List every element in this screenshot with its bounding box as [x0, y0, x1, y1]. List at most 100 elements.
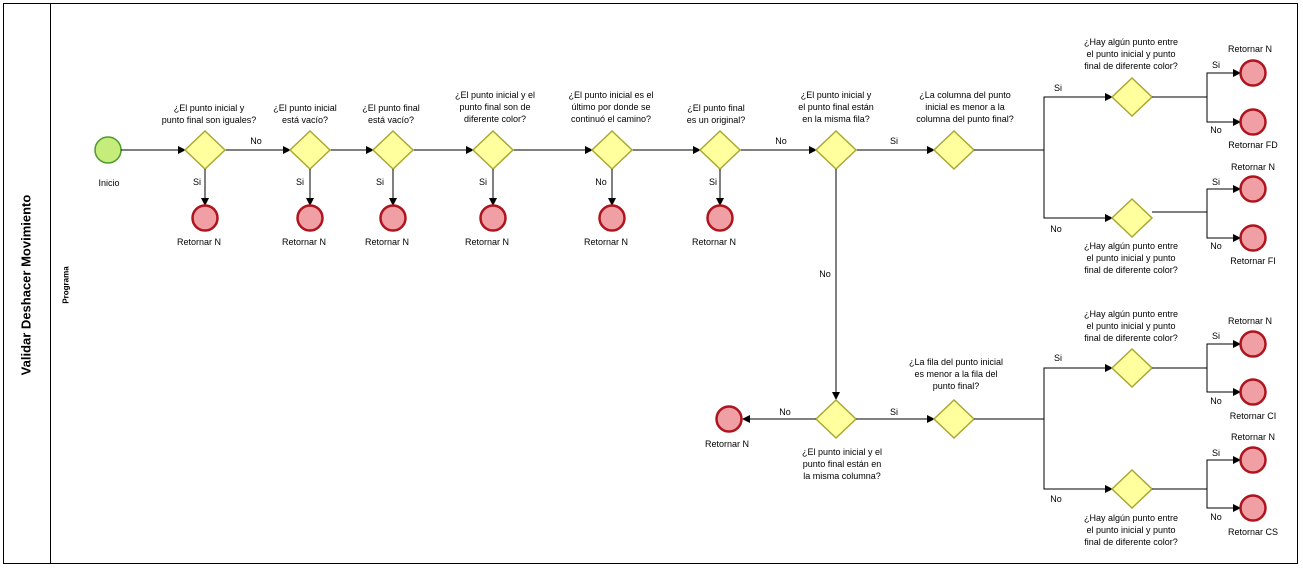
- gateway-label-q5: continuó el camino?: [571, 114, 651, 124]
- edge-label-si: Si: [1212, 177, 1220, 187]
- end-label-retornar-n: Retornar N: [584, 237, 628, 247]
- sequence-flow: [1043, 93, 1113, 150]
- gateway-q3: [371, 129, 415, 171]
- edge-label-si: Si: [1054, 353, 1062, 363]
- sequence-flow: [1206, 368, 1241, 396]
- end-event-retornar-n: [1239, 59, 1267, 87]
- sequence-flow: [1206, 456, 1241, 489]
- gateway-qh3: [1110, 347, 1154, 389]
- sequence-flow: [1206, 340, 1241, 368]
- gateway-label-qh1: el punto inicial y punto: [1086, 49, 1175, 59]
- gateway-label-qh2: ¿Hay algún punto entre: [1084, 241, 1178, 251]
- end-event-retornar-n: [191, 204, 219, 232]
- edge-label-si: Si: [1212, 60, 1220, 70]
- gateway-label-q4: diferente color?: [464, 114, 526, 124]
- gateway-label-qh3: el punto inicial y punto: [1086, 321, 1175, 331]
- gateway-label-qh3: final de diferente color?: [1084, 333, 1178, 343]
- sequence-flow: [1206, 97, 1241, 126]
- gateway-label-q8: ¿La columna del punto: [919, 90, 1011, 100]
- end-label-retornar-n: Retornar N: [692, 237, 736, 247]
- sequence-flow: [1206, 69, 1241, 97]
- gateway-label-qh3: ¿Hay algún punto entre: [1084, 309, 1178, 319]
- end-label-retornar-n: Retornar N: [465, 237, 509, 247]
- gateway-q10: [932, 398, 976, 440]
- end-label-retornar-ci: Retornar CI: [1230, 411, 1277, 421]
- start-event: [94, 136, 122, 164]
- edge-label-si: Si: [709, 177, 717, 187]
- gateway-label-q7: en la misma fila?: [802, 114, 870, 124]
- gateway-label-q6: es un original?: [687, 115, 746, 125]
- end-label-retornar-n: Retornar N: [1228, 316, 1272, 326]
- gateway-label-q3: está vacío?: [368, 115, 414, 125]
- edge-label-no: No: [1050, 224, 1062, 234]
- edge-label-si: Si: [1054, 83, 1062, 93]
- end-event-retornar-n: [379, 204, 407, 232]
- gateway-label-q6: ¿El punto final: [687, 103, 745, 113]
- end-label-retornar-n: Retornar N: [282, 237, 326, 247]
- gateway-label-q9: punto final están en: [803, 459, 882, 469]
- end-event-retornar-ci: [1239, 378, 1267, 406]
- edge-label-no: No: [1210, 125, 1222, 135]
- end-label-retornar-n: Retornar N: [705, 439, 749, 449]
- gateway-label-q1: punto final son iguales?: [162, 115, 257, 125]
- gateway-q5: [590, 129, 634, 171]
- sequence-flow: [1043, 419, 1113, 493]
- gateway-qh4: [1110, 468, 1154, 510]
- gateway-label-q7: ¿El punto inicial y: [801, 90, 872, 100]
- edge-label-no: No: [1050, 494, 1062, 504]
- edge-label-no: No: [595, 177, 607, 187]
- edge-label-si: Si: [296, 177, 304, 187]
- sequence-flow: [1043, 150, 1113, 222]
- gateway-qh2: [1110, 197, 1154, 239]
- edge-label-si: Si: [1212, 331, 1220, 341]
- gateway-label-q4: punto final son de: [459, 102, 530, 112]
- end-label-retornar-n: Retornar N: [1231, 162, 1275, 172]
- gateway-label-q9: la misma columna?: [803, 471, 881, 481]
- edge-label-no: No: [1210, 396, 1222, 406]
- end-event-retornar-fi: [1239, 224, 1267, 252]
- gateway-label-q10: ¿La fila del punto inicial: [909, 357, 1003, 367]
- sequence-flow: [1206, 489, 1241, 512]
- gateway-label-q8: columna del punto final?: [916, 114, 1014, 124]
- pool: [3, 3, 1298, 564]
- gateway-q6: [698, 129, 742, 171]
- sequence-flow: [1206, 185, 1241, 212]
- gateway-label-qh4: ¿Hay algún punto entre: [1084, 513, 1178, 523]
- gateway-label-q4: ¿El punto inicial y el: [455, 90, 535, 100]
- end-event-retornar-n: [598, 204, 626, 232]
- edge-label-no: No: [779, 407, 791, 417]
- gateway-q2: [288, 129, 332, 171]
- end-label-retornar-n: Retornar N: [365, 237, 409, 247]
- end-label-retornar-fd: Retornar FD: [1228, 140, 1278, 150]
- gateway-label-q2: ¿El punto inicial: [273, 103, 337, 113]
- gateway-q8: [932, 129, 976, 171]
- sequence-flow: [1043, 364, 1113, 419]
- gateway-q7: [814, 129, 858, 171]
- gateway-label-qh1: final de diferente color?: [1084, 61, 1178, 71]
- start-label: Inicio: [98, 178, 119, 188]
- edge-label-si: Si: [1212, 448, 1220, 458]
- end-label-retornar-fi: Retornar FI: [1230, 256, 1276, 266]
- end-event-retornar-n: [1239, 446, 1267, 474]
- gateway-label-q9: ¿El punto inicial y el: [802, 447, 882, 457]
- gateway-label-qh4: final de diferente color?: [1084, 537, 1178, 547]
- end-label-retornar-n: Retornar N: [1228, 44, 1272, 54]
- edge-label-si: Si: [376, 177, 384, 187]
- edge-label-no: No: [819, 269, 831, 279]
- end-label-retornar-cs: Retornar CS: [1228, 527, 1278, 537]
- pool-separator: [50, 3, 51, 564]
- end-label-retornar-n: Retornar N: [1231, 432, 1275, 442]
- edge-label-si: Si: [193, 177, 201, 187]
- end-event-retornar-fd: [1239, 108, 1267, 136]
- edge-label-no: No: [250, 136, 262, 146]
- gateway-label-qh2: el punto inicial y punto: [1086, 253, 1175, 263]
- end-event-retornar-cs: [1239, 494, 1267, 522]
- gateway-label-q10: punto final?: [933, 381, 980, 391]
- gateway-qh1: [1110, 76, 1154, 118]
- gateway-label-q1: ¿El punto inicial y: [174, 103, 245, 113]
- gateway-label-q8: inicial es menor a la: [925, 102, 1005, 112]
- end-event-retornar-n: [296, 204, 324, 232]
- end-event-retornar-n: [706, 204, 734, 232]
- sequence-flow: [1206, 212, 1241, 242]
